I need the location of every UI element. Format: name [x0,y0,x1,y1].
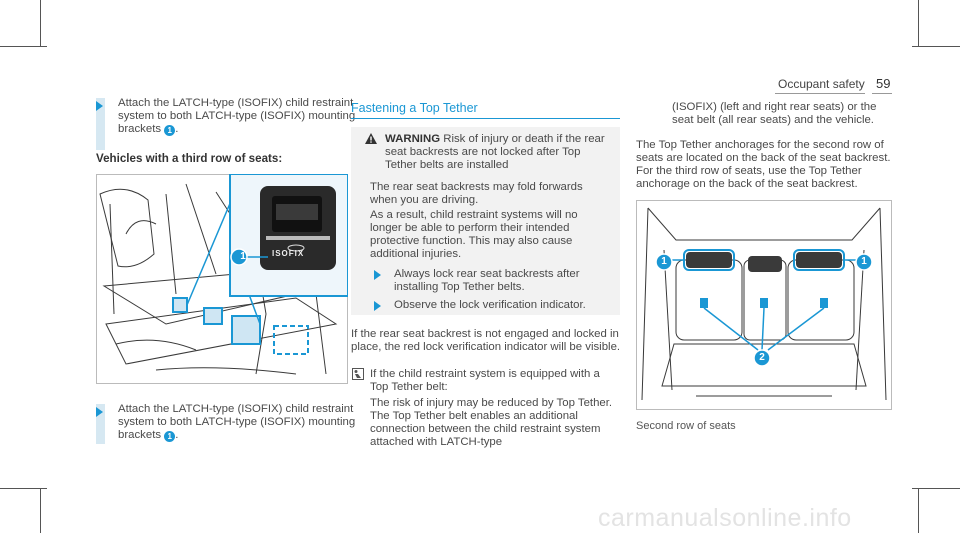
crop-mark [918,0,919,47]
warning-step-2: Observe the lock verification indicator. [394,299,586,311]
isofix-label: ISOFIX [272,249,305,258]
section-rule [351,118,620,119]
rear-seats-illustration [636,200,892,410]
crop-mark [40,488,41,533]
body-continuation: (ISOFIX) (left and right rear seats) or … [672,101,877,126]
warning-icon [365,133,377,144]
header-rule [775,93,865,94]
header-rule [872,93,892,94]
bullet-arrow-icon [96,407,103,417]
crop-mark [912,46,960,47]
subheading: Vehicles with a third row of seats: [96,152,283,165]
note-bar [96,98,105,150]
warning-box [351,127,620,315]
bullet-arrow-icon [374,270,381,280]
isofix-illustration [96,174,348,384]
callout-badge: 1 [164,125,176,136]
crop-mark [0,488,47,489]
warning-para-2: As a result, child restraint systems wil… [370,209,578,260]
callout-badge: 1 [164,431,176,442]
crop-mark [0,46,47,47]
body-paragraph: The Top Tether anchorages for the second… [636,139,891,190]
section-title: Fastening a Top Tether [351,101,478,115]
warning-para-1: The rear seat backrests may fold forward… [370,181,583,206]
watermark: carmanualsonline.info [598,504,852,532]
step-text: Attach the LATCH-type (ISOFIX) child res… [118,403,356,442]
figure-caption: Second row of seats [636,420,736,432]
note-text: If the child restraint system is equippe… [370,368,600,393]
bullet-arrow-icon [374,301,381,311]
callout-badge: 2 [759,352,765,363]
warning-head: WARNING Risk of injury or death if the r… [385,133,605,171]
step-text: Attach the LATCH-type (ISOFIX) child res… [118,97,356,136]
callout-badge: 1 [661,256,667,267]
crop-mark [918,488,919,533]
warning-step-1: Always lock rear seat backrests after in… [394,268,580,293]
callout-badge: 1 [861,256,867,267]
header-title: Occupant safety [778,77,865,91]
child-seat-icon [352,368,364,380]
body-paragraph: If the rear seat backrest is not engaged… [351,328,621,353]
note-bar [96,404,105,444]
figure-badge: 1 [240,251,246,262]
crop-mark [912,488,960,489]
crop-mark [40,0,41,47]
bullet-arrow-icon [96,101,103,111]
note-text-2: The risk of injury may be reduced by Top… [370,397,613,448]
page-number: 59 [876,76,891,91]
